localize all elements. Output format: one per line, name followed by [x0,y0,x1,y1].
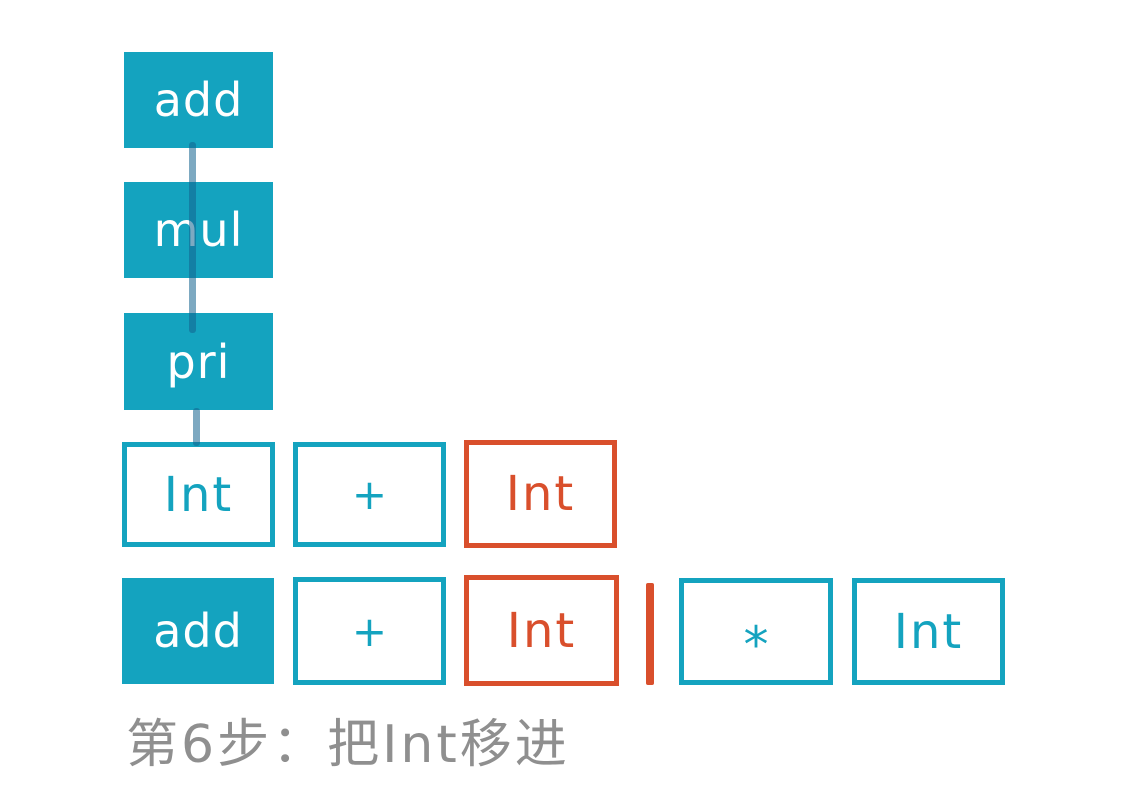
stack-cell-plus-label: + [351,606,388,656]
input-cell-star: * [679,578,833,685]
upper-row-cell-int-orange-label: Int [505,466,576,522]
stack-cell-add: add [122,578,274,684]
stack-cell-plus: + [293,577,446,685]
tree-node-add: add [124,52,273,148]
stack-cell-int-orange-label: Int [506,602,577,659]
tree-node-pri-label: pri [166,334,231,389]
upper-row-cell-int-orange: Int [464,440,617,548]
upper-row-cell-plus: + [293,442,446,547]
input-cell-int-label: Int [893,603,964,660]
stack-cell-add-label: add [153,604,243,658]
upper-row-cell-int: Int [122,442,275,547]
tree-node-mul: mul [124,182,273,278]
shift-position-divider-bar [646,583,654,685]
upper-row-cell-plus-label: + [351,470,388,519]
input-cell-star-label: * [743,615,769,674]
tree-connector-add-mul-pri [189,142,196,333]
upper-row-cell-int-label: Int [163,466,234,523]
stack-cell-int-orange: Int [464,575,619,686]
tree-connector-pri-int [193,408,200,446]
input-cell-int: Int [852,578,1005,685]
tree-node-pri: pri [124,313,273,410]
tree-node-add-label: add [153,73,244,127]
tree-node-mul-label: mul [153,203,244,257]
step-caption: 第6步：把Int移进 [126,715,570,775]
